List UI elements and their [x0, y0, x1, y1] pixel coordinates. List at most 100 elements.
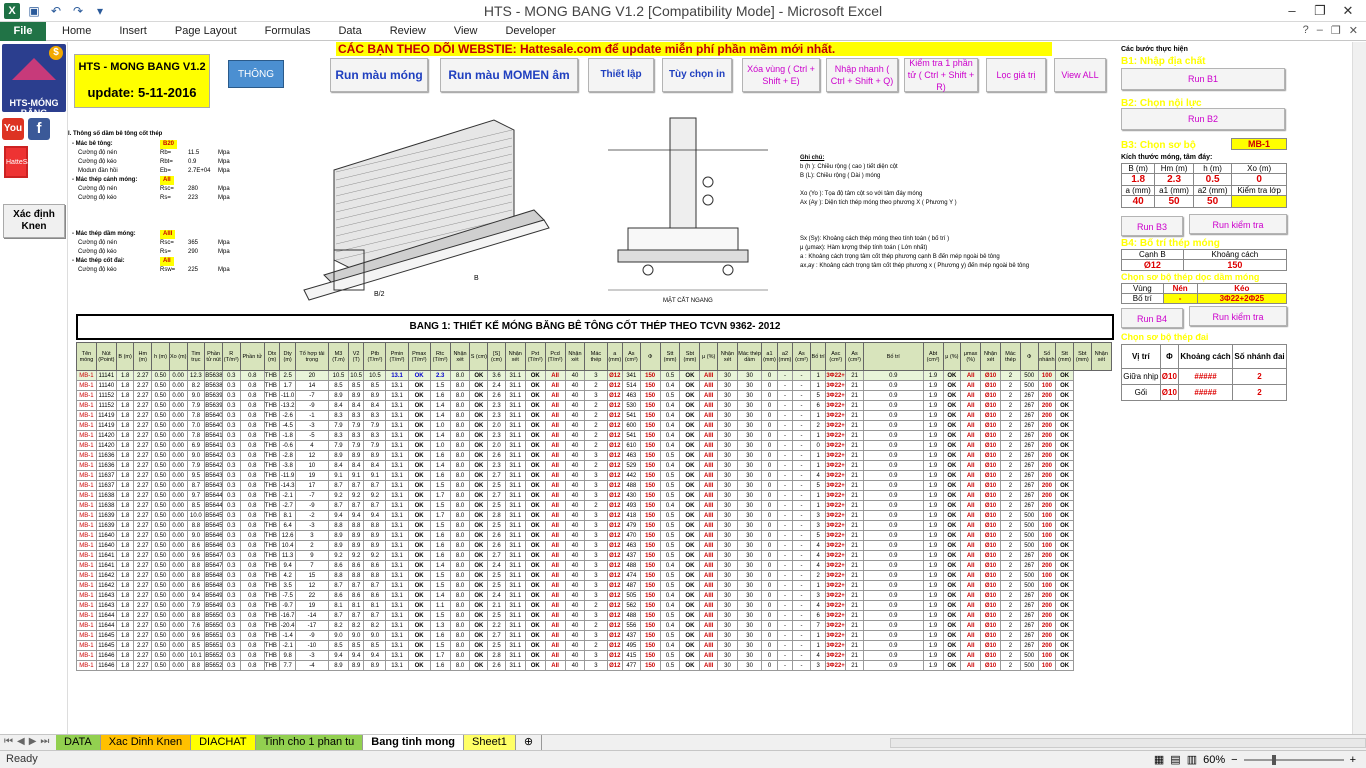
table-cell[interactable]: 40 — [564, 600, 586, 611]
table-cell[interactable]: 600 — [622, 420, 641, 431]
xac-dinh-knen-button[interactable]: Xác định Knen — [3, 204, 65, 238]
table-cell[interactable]: - — [776, 580, 794, 591]
table-cell[interactable]: 30 — [736, 530, 763, 541]
table-cell[interactable]: -2.1 — [279, 490, 296, 501]
table-cell[interactable]: 8.2 — [328, 620, 349, 631]
table-cell[interactable]: 0.5 — [659, 490, 681, 501]
table-cell[interactable]: 11642 — [95, 570, 117, 581]
table-cell[interactable]: MB-1 — [76, 620, 97, 631]
table-cell[interactable]: 200 — [1037, 400, 1057, 411]
table-cell[interactable]: 2.27 — [133, 420, 153, 431]
table-cell[interactable]: 31.1 — [504, 470, 526, 481]
keo-value[interactable]: 3Φ22+2Φ25 — [1196, 293, 1288, 304]
table-cell[interactable]: Ø12 — [606, 550, 624, 561]
kt-val-a[interactable]: 40 — [1120, 195, 1156, 208]
kt-val-xo[interactable]: 0 — [1231, 173, 1287, 186]
table-cell[interactable]: 2 — [999, 510, 1021, 521]
table-cell[interactable]: 0.50 — [151, 660, 170, 671]
table-cell[interactable]: OK — [407, 500, 431, 511]
table-cell[interactable]: 0.3 — [221, 590, 241, 601]
table-cell[interactable]: 3Φ22+2Φ25 — [825, 480, 847, 491]
table-cell[interactable]: 1.9 — [922, 550, 944, 561]
table-cell[interactable]: OK — [942, 640, 962, 651]
table-cell[interactable]: 267 — [1019, 460, 1039, 471]
table-cell[interactable]: -1.4 — [279, 630, 296, 641]
nhap-nhanh-button[interactable]: Nhập nhanh ( Ctrl + Shift + Q) — [826, 58, 898, 92]
table-cell[interactable]: 267 — [1019, 450, 1039, 461]
table-cell[interactable]: 8.0 — [449, 450, 471, 461]
table-cell[interactable]: OK — [942, 420, 962, 431]
table-cell[interactable]: AII — [960, 590, 982, 601]
table-cell[interactable]: -2.6 — [279, 410, 296, 421]
table-cell[interactable]: Ø12 — [606, 390, 624, 401]
table-cell[interactable]: 21 — [845, 370, 864, 381]
table-cell[interactable]: 7 — [294, 560, 330, 571]
column-header[interactable]: Dtx (m) — [263, 342, 281, 371]
table-cell[interactable]: 21 — [845, 510, 864, 521]
table-cell[interactable]: 1.8 — [115, 460, 135, 471]
table-cell[interactable]: B5651 — [204, 630, 223, 641]
table-cell[interactable]: 9.4 — [279, 560, 296, 571]
table-cell[interactable]: Ø12 — [606, 510, 624, 521]
table-cell[interactable]: 0 — [761, 560, 778, 571]
table-cell[interactable]: - — [792, 420, 811, 431]
table-cell[interactable]: 1.8 — [115, 500, 135, 511]
table-cell[interactable]: OK — [469, 510, 489, 521]
table-cell[interactable]: OK — [1055, 420, 1074, 431]
table-cell[interactable]: 11641 — [95, 560, 117, 571]
table-cell[interactable]: - — [792, 490, 811, 501]
table-cell[interactable]: - — [776, 390, 794, 401]
table-cell[interactable]: AII — [544, 540, 566, 551]
table-cell[interactable]: OK — [469, 530, 489, 541]
table-cell[interactable]: 8.0 — [449, 430, 471, 441]
table-cell[interactable]: 1.8 — [115, 420, 135, 431]
table-cell[interactable]: 0.8 — [239, 470, 265, 481]
table-cell[interactable]: OK — [407, 640, 431, 651]
table-cell[interactable]: 0.50 — [151, 600, 170, 611]
table-cell[interactable]: 1.8 — [115, 510, 135, 521]
table-cell[interactable]: OK — [679, 420, 701, 431]
table-cell[interactable]: 488 — [622, 480, 641, 491]
table-cell[interactable]: 3 — [584, 580, 608, 591]
column-header[interactable]: As (cm²) — [622, 342, 641, 371]
table-cell[interactable]: 1.4 — [429, 430, 451, 441]
table-cell[interactable]: 9.4 — [347, 510, 365, 521]
table-cell[interactable]: 0.50 — [151, 450, 170, 461]
table-cell[interactable]: 0.3 — [221, 530, 241, 541]
table-cell[interactable]: 2 — [999, 400, 1021, 411]
table-cell[interactable]: 463 — [622, 540, 641, 551]
table-cell[interactable]: 0 — [761, 590, 778, 601]
table-cell[interactable]: 200 — [1037, 500, 1057, 511]
table-cell[interactable]: 500 — [1019, 660, 1039, 671]
table-cell[interactable]: 0 — [761, 510, 778, 521]
table-cell[interactable]: OK — [469, 640, 489, 651]
table-cell[interactable]: 9.4 — [363, 510, 387, 521]
table-cell[interactable]: OK — [1055, 440, 1074, 451]
table-cell[interactable]: - — [792, 370, 811, 381]
table-cell[interactable]: Ø10 — [980, 510, 1001, 521]
table-cell[interactable]: 2.27 — [133, 570, 153, 581]
table-cell[interactable]: Ø10 — [980, 650, 1001, 661]
table-cell[interactable]: 437 — [622, 630, 641, 641]
table-cell[interactable]: 31.1 — [504, 590, 526, 601]
table-cell[interactable]: 8.3 — [363, 430, 387, 441]
table-cell[interactable]: OK — [469, 420, 489, 431]
table-cell[interactable]: 6 — [809, 400, 827, 411]
table-cell[interactable]: B5643 — [204, 480, 223, 491]
kiem-tra-phan-tu-button[interactable]: Kiểm tra 1 phần tử ( Ctrl + Shift + R) — [904, 58, 978, 92]
table-cell[interactable]: 13.1 — [385, 580, 409, 591]
table-cell[interactable]: 1.9 — [922, 590, 944, 601]
table-cell[interactable]: 3Φ22+2Φ25 — [825, 630, 847, 641]
table-cell[interactable]: -20.4 — [279, 620, 296, 631]
table-cell[interactable]: 13.1 — [385, 400, 409, 411]
table-cell[interactable]: 21 — [845, 440, 864, 451]
table-cell[interactable]: 31.1 — [504, 370, 526, 381]
table-cell[interactable]: THB MAX — [263, 630, 281, 641]
table-cell[interactable]: 0.00 — [168, 550, 188, 561]
table-cell[interactable]: OK — [524, 560, 546, 571]
table-cell[interactable]: 541 — [622, 410, 641, 421]
table-cell[interactable]: OK — [524, 410, 546, 421]
table-cell[interactable]: AII — [960, 420, 982, 431]
table-cell[interactable]: 10.5 — [347, 370, 365, 381]
table-cell[interactable]: OK — [1055, 550, 1074, 561]
